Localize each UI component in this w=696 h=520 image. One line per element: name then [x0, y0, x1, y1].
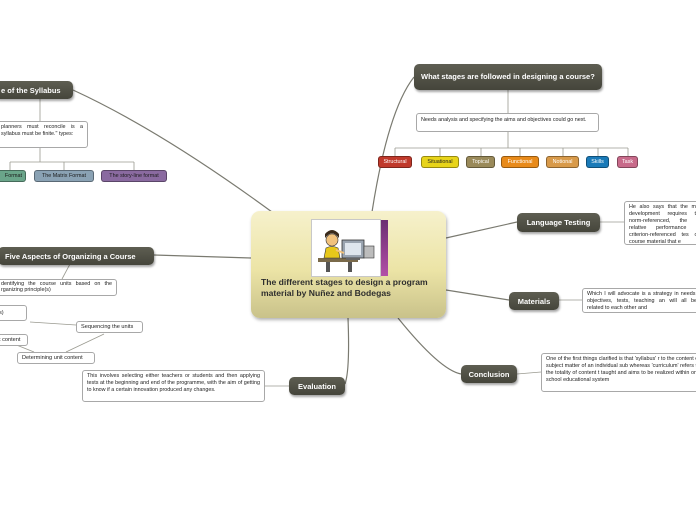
link-five-aspects [153, 254, 252, 259]
link-aspect-1 [61, 263, 71, 280]
stage-chip[interactable]: Functional [501, 156, 539, 168]
stage-chip[interactable]: Topical [466, 156, 495, 168]
note-evaluation[interactable]: This involves selecting either teachers … [82, 370, 265, 402]
stage-chip[interactable]: Notional [546, 156, 579, 168]
note-syllabus[interactable]: planners must reconcile is a syllabus mu… [0, 121, 88, 148]
syllabus-format-chip[interactable]: The story-line format [101, 170, 167, 182]
link-materials [445, 289, 510, 301]
link-conclusion [397, 317, 462, 375]
link-evaluation [344, 317, 350, 385]
note-conclusion[interactable]: One of the first things clarified is tha… [541, 353, 696, 392]
topic-language-testing[interactable]: Language Testing [517, 213, 600, 232]
note-materials[interactable]: Which I will advocate is a strategy in n… [582, 288, 696, 313]
aspect-item-partial[interactable]: s) [0, 305, 27, 321]
syllabus-format-chip[interactable]: The Matrix Format [34, 170, 94, 182]
link-language-testing [445, 221, 518, 239]
link-stages [371, 76, 415, 213]
topic-materials[interactable]: Materials [509, 292, 559, 310]
link-aspect-seq [29, 321, 77, 326]
aspect-identify-units[interactable]: dentifying the course units based on the… [0, 279, 117, 296]
central-topic[interactable]: The different stages to design a program… [251, 211, 446, 318]
topic-conclusion[interactable]: Conclusion [461, 365, 517, 383]
stage-chip[interactable]: Skills [586, 156, 609, 168]
note-course-stages[interactable]: Needs analysis and specifying the aims a… [416, 113, 599, 132]
topic-evaluation[interactable]: Evaluation [289, 377, 345, 395]
aspect-unit-content-partial[interactable]: t content [0, 334, 28, 346]
stage-chip[interactable]: Task [617, 156, 638, 168]
stage-chip[interactable]: Situational [421, 156, 459, 168]
aspect-sequencing-units[interactable]: Sequencing the units [76, 321, 143, 333]
link-syllabus-rail [9, 161, 135, 170]
topic-syllabus[interactable]: e of the Syllabus [0, 81, 73, 99]
person-at-computer-icon [311, 219, 388, 277]
link-aspect-determine [65, 333, 105, 353]
central-title: The different stages to design a program… [261, 277, 428, 298]
syllabus-format-chip[interactable]: Format [0, 170, 26, 182]
picture-accent-bar [381, 220, 388, 276]
link-conclusion-note [516, 371, 542, 375]
link-stages-chips-drops [394, 148, 629, 156]
aspect-determining-content[interactable]: Determining unit content [17, 352, 95, 364]
topic-course-stages[interactable]: What stages are followed in designing a … [414, 64, 602, 90]
stage-chip[interactable]: Structural [378, 156, 412, 168]
link-syllabus [72, 89, 273, 213]
topic-five-aspects[interactable]: Five Aspects of Organizing a Course [0, 247, 154, 265]
note-language-testing[interactable]: He also says that the me development req… [624, 201, 696, 245]
